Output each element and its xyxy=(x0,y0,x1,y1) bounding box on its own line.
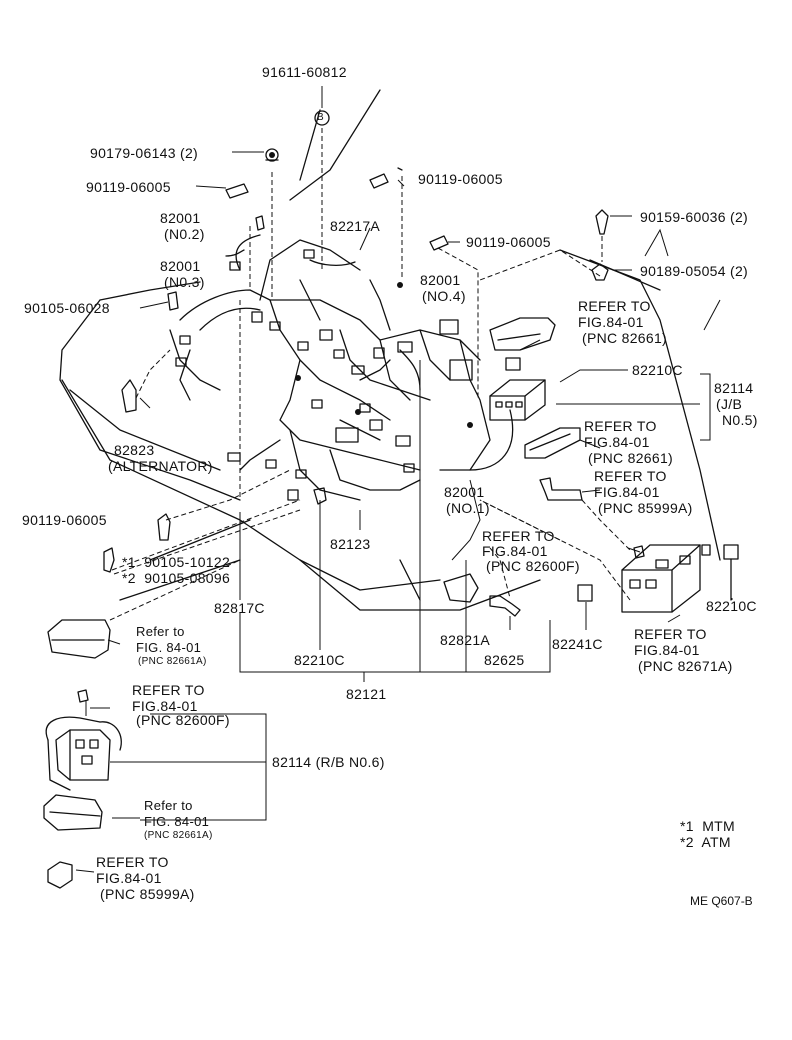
bolt-marker-b: B xyxy=(317,112,324,123)
ref-82600f-upper-line1: REFER TO xyxy=(482,528,555,544)
label-91611-60812: 91611-60812 xyxy=(262,64,347,80)
figure-code: ME Q607-B xyxy=(690,894,753,908)
label-82114-jb-sub1: (J/B xyxy=(716,396,743,412)
relay-82210c-upper xyxy=(505,357,521,371)
ref-82671a-line3: (PNC 82671A) xyxy=(638,658,733,674)
relay-82210c-small xyxy=(701,544,711,556)
ref-82600f-lower-line3: (PNC 82600F) xyxy=(136,712,230,728)
label-90119-06005-a: 90119-06005 xyxy=(86,179,171,195)
label-82821a: 82821A xyxy=(440,632,491,648)
ref-85999a-upper-line3: (PNC 85999A) xyxy=(598,500,693,516)
label-82817c: 82817C xyxy=(214,600,265,616)
ref-82600f-upper-line2: FIG.84-01 xyxy=(482,543,548,559)
label-90119-06005-d: 90119-06005 xyxy=(22,512,107,528)
cover-82661a-rb xyxy=(43,794,103,831)
engine-harness xyxy=(169,234,514,501)
bracket-85999a-lower xyxy=(47,861,73,889)
label-star2-bolt: *2 90105-08096 xyxy=(122,570,231,586)
ref-82661a-left-line2: FIG. 84-01 xyxy=(136,640,202,655)
cover-82661-upper xyxy=(489,317,556,351)
bracket-82625 xyxy=(489,595,521,617)
fasteners xyxy=(77,110,645,703)
ref-82661-upper-line1: REFER TO xyxy=(578,298,651,314)
label-82001-no2: 82001 xyxy=(160,210,201,226)
ref-82661a-left-line1: Refer to xyxy=(136,624,185,639)
ref-82600f-lower-line2: FIG.84-01 xyxy=(132,698,198,714)
relay-block-82671a xyxy=(621,544,701,613)
label-90179-06143: 90179-06143 (2) xyxy=(90,145,199,161)
ref-82671a-line2: FIG.84-01 xyxy=(634,642,700,658)
leader-lines xyxy=(75,86,733,873)
ref-82661-lower-line3: (PNC 82661) xyxy=(588,450,674,466)
label-82123: 82123 xyxy=(330,536,371,552)
label-82001-no1: 82001 xyxy=(444,484,485,500)
relay-82241c xyxy=(577,584,593,602)
label-90119-06005-b: 90119-06005 xyxy=(418,171,503,187)
ref-82661-lower-line2: FIG.84-01 xyxy=(584,434,650,450)
label-82001-no4-sub: (NO.4) xyxy=(422,288,466,304)
ref-82661a-rb-line1: Refer to xyxy=(144,798,193,813)
ref-82661a-left-line3: (PNC 82661A) xyxy=(138,656,207,667)
ref-82661-upper-line3: (PNC 82661) xyxy=(582,330,668,346)
label-90189-05054: 90189-05054 (2) xyxy=(640,263,749,279)
label-82114-jb: 82114 xyxy=(714,380,754,396)
label-82001-no4: 82001 xyxy=(420,272,461,288)
ref-82600f-lower-line1: REFER TO xyxy=(132,682,205,698)
label-90159-60036: 90159-60036 (2) xyxy=(640,209,749,225)
label-90105-06028: 90105-06028 xyxy=(24,300,110,316)
label-82823-alternator: (ALTERNATOR) xyxy=(108,458,213,474)
ref-82600f-upper-line3: (PNC 82600F) xyxy=(486,558,580,574)
ref-82661-upper-line2: FIG.84-01 xyxy=(578,314,644,330)
label-82114-jb-sub2: N0.5) xyxy=(722,412,758,428)
label-82210c-upper: 82210C xyxy=(632,362,683,378)
ref-85999a-upper-line2: FIG.84-01 xyxy=(594,484,660,500)
ref-85999a-lower-line1: REFER TO xyxy=(96,854,169,870)
label-90119-06005-c: 90119-06005 xyxy=(466,234,551,250)
harness-connectors xyxy=(175,249,473,501)
bracket-85999a-upper xyxy=(539,477,583,501)
ref-82671a-line1: REFER TO xyxy=(634,626,707,642)
ref-82661a-rb-line3: (PNC 82661A) xyxy=(144,830,213,841)
relay-82210c-right xyxy=(723,544,739,601)
ref-85999a-upper-line1: REFER TO xyxy=(594,468,667,484)
bracket-82821a xyxy=(443,573,479,603)
label-82121: 82121 xyxy=(346,686,387,702)
cover-82661-lower xyxy=(524,427,581,459)
label-82001-no1-sub: (NO.1) xyxy=(446,500,490,516)
label-82001-no2-sub: (N0.2) xyxy=(164,226,205,242)
label-82001-no3: 82001 xyxy=(160,258,201,274)
cover-82661a-left xyxy=(47,619,111,659)
label-82823: 82823 xyxy=(114,442,155,458)
label-82114-rb-no6: 82114 (R/B N0.6) xyxy=(272,754,385,770)
label-82625: 82625 xyxy=(484,652,525,668)
junction-block-no5 xyxy=(489,379,546,421)
ref-85999a-lower-line2: FIG.84-01 xyxy=(96,870,162,886)
relay-block-no6 xyxy=(45,716,122,791)
label-82241c: 82241C xyxy=(552,636,603,652)
legend-mtm: *1 MTM xyxy=(680,818,735,834)
label-82210c-mid: 82210C xyxy=(294,652,345,668)
label-82217a: 82217A xyxy=(330,218,381,234)
label-star1-bolt: *1 90105-10122 xyxy=(122,554,231,570)
label-82001-no3-sub: (N0.3) xyxy=(164,274,205,290)
alternator-bracket xyxy=(121,379,137,413)
bolt-heads xyxy=(269,152,473,428)
ref-82661a-rb-line2: FIG. 84-01 xyxy=(144,814,210,829)
ref-85999a-lower-line3: (PNC 85999A) xyxy=(100,886,195,902)
label-82210c-right: 82210C xyxy=(706,598,757,614)
ref-82661-lower-line1: REFER TO xyxy=(584,418,657,434)
legend-atm: *2 ATM xyxy=(680,834,731,850)
